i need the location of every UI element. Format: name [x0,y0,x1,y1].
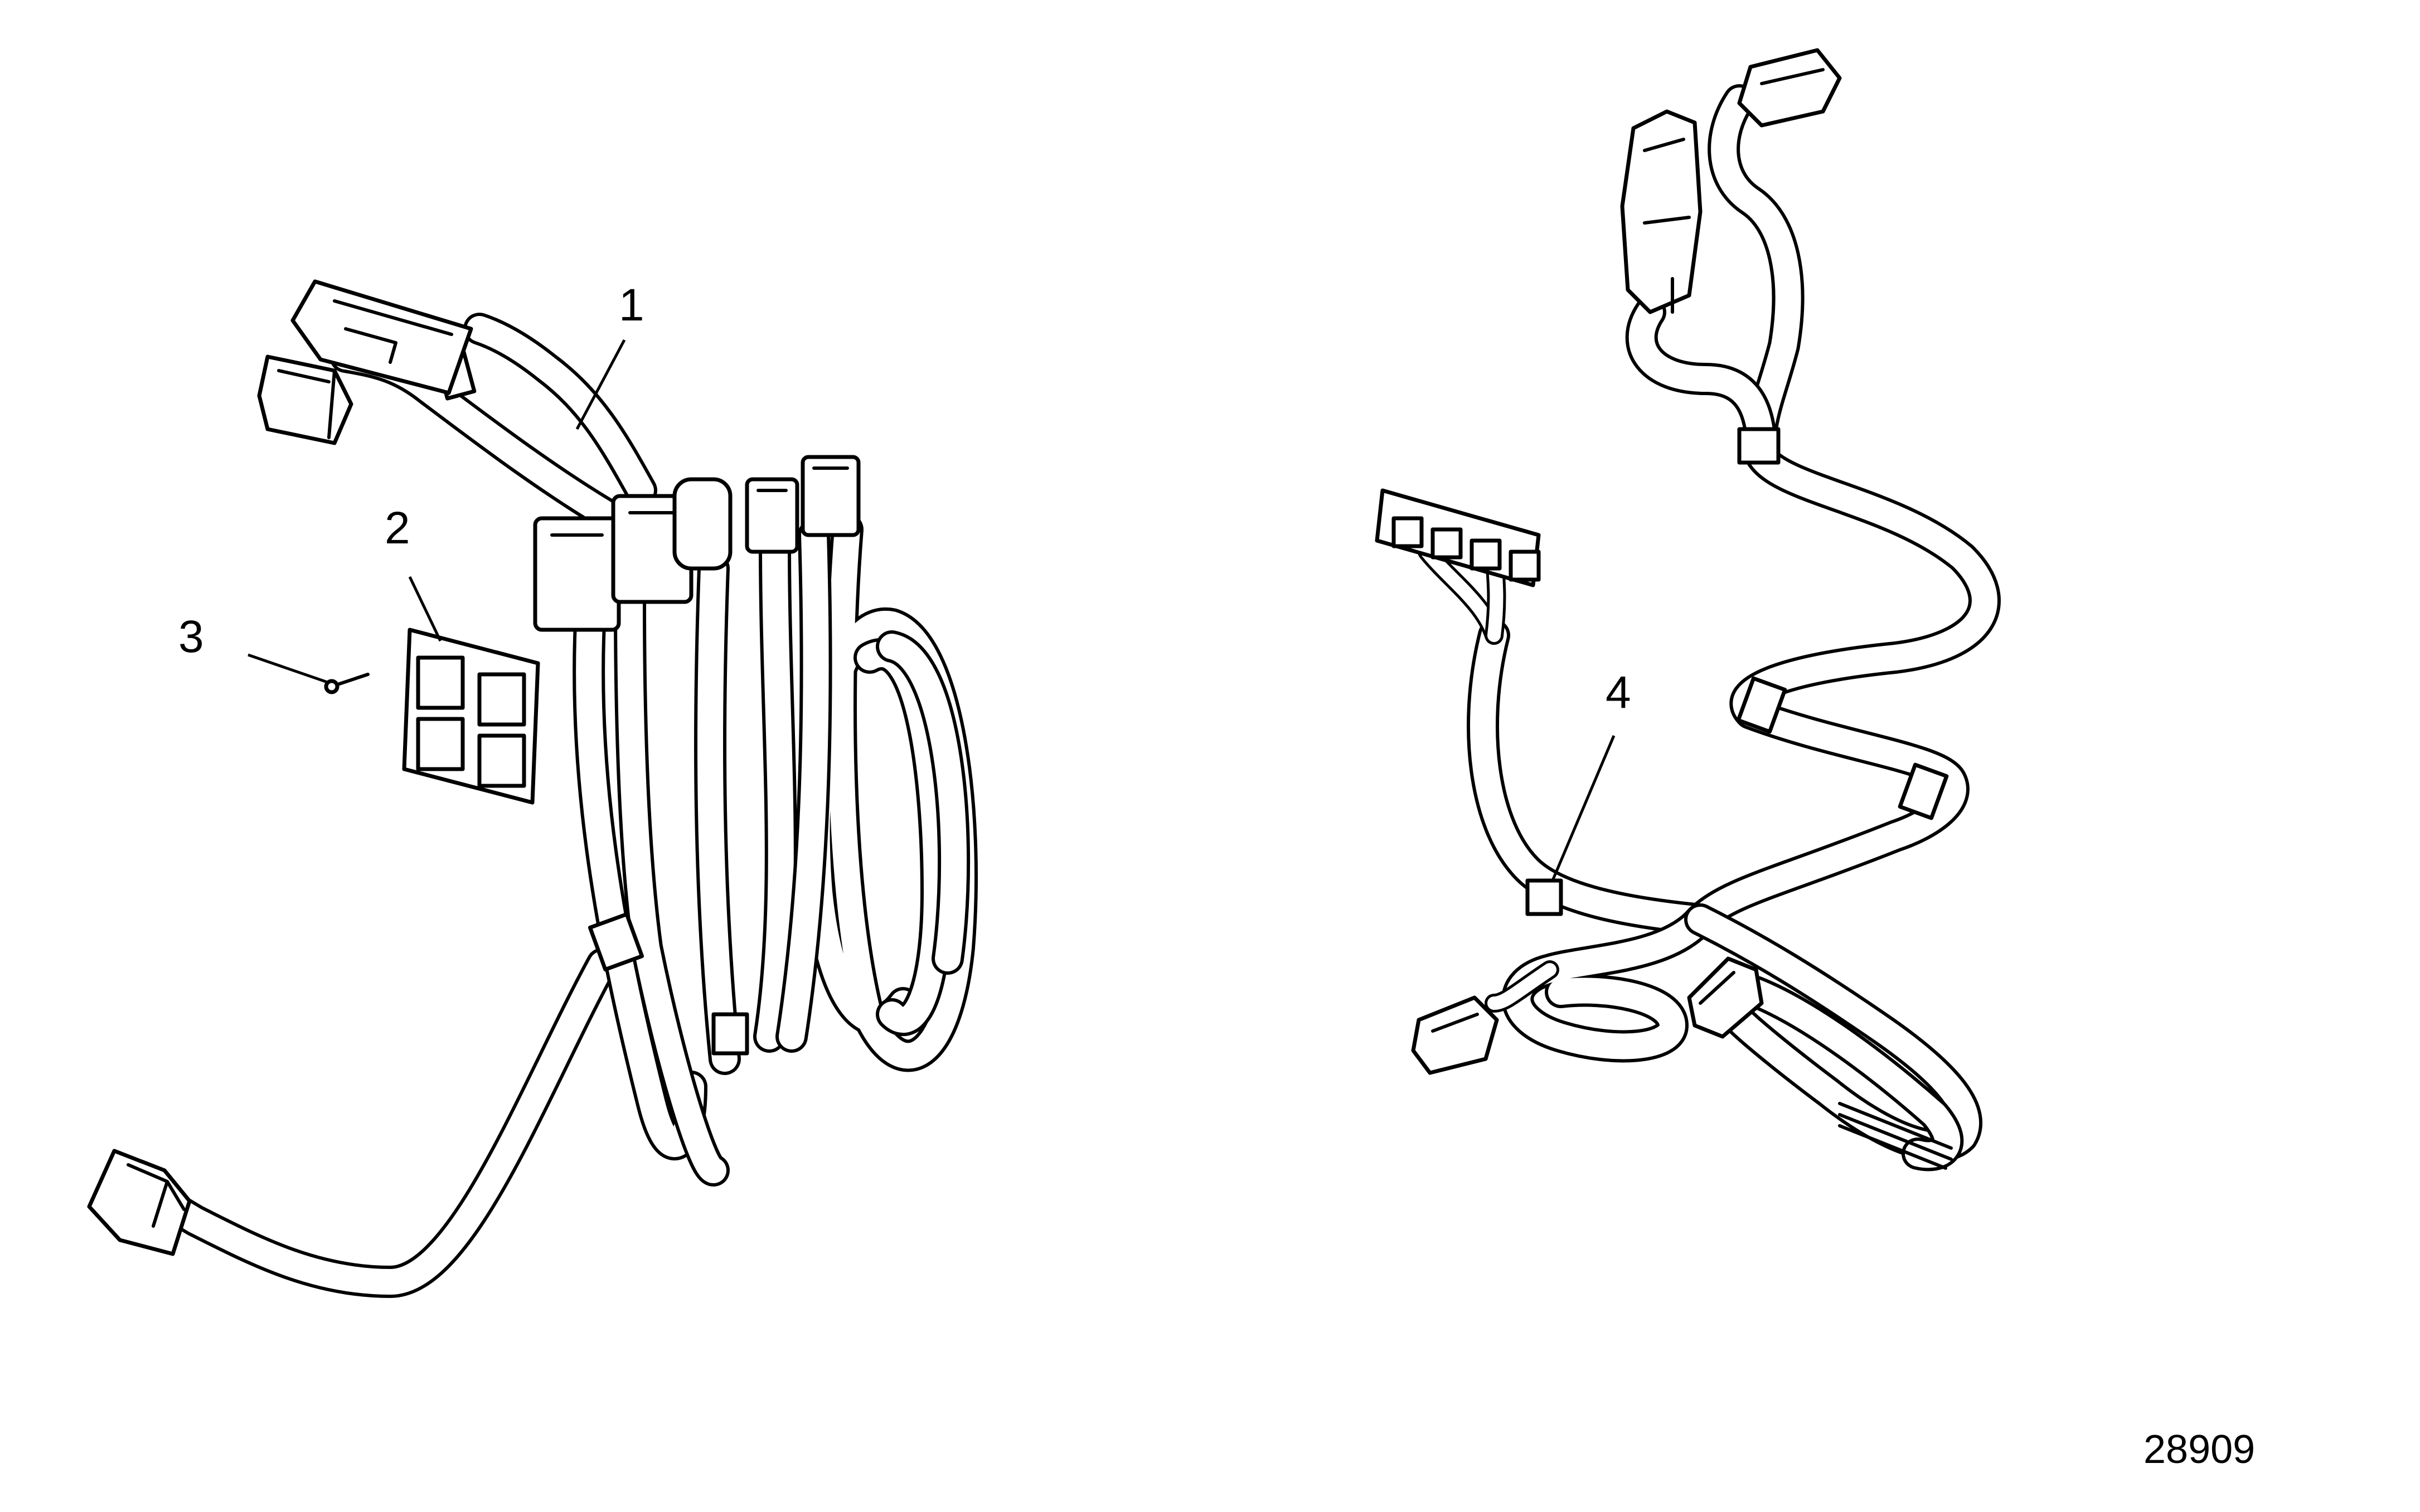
callout-2-label: 2 [385,503,410,553]
relay-bracket-right [1375,488,1541,587]
harness-main-cable-right [1625,84,2001,936]
callout-4-leader [1551,735,1616,881]
connector-top-right-small [1737,48,1842,128]
connector-lower-left [87,1149,192,1256]
connector-top-left-large [290,279,473,395]
connector-row-left [533,455,861,632]
harness-assembly-left [87,279,978,1298]
callout-1-leader [575,339,626,430]
coiled-cable-right-large [1684,903,1982,1171]
connector-top-right-large [1620,109,1703,314]
callout-3: 3 [178,611,329,684]
harness-assembly-right [1375,48,2001,1171]
coiled-cable-right-left [1485,903,1716,1063]
connector-top-left-small [257,354,353,445]
callout-2: 2 [385,503,442,642]
callout-1-label: 1 [619,280,644,330]
screw [324,673,370,694]
relay-bracket [402,628,540,805]
callout-1: 1 [575,280,644,430]
callout-3-leader [248,653,329,684]
callout-4-label: 4 [1606,667,1631,718]
coiled-cable-left [801,513,978,1072]
callout-4: 4 [1551,667,1631,881]
harness-branch-lower-left [151,948,618,1298]
connector-bottom-right-small [1411,995,1499,1075]
figure-id: 28909 [2143,1427,2255,1472]
harness-trunk-left [573,519,832,1187]
callout-2-leader [408,576,442,642]
callout-3-label: 3 [178,611,204,662]
connector-bottom-right-center [1687,956,1764,1039]
harness-branch-right-bracket [1418,537,1716,936]
